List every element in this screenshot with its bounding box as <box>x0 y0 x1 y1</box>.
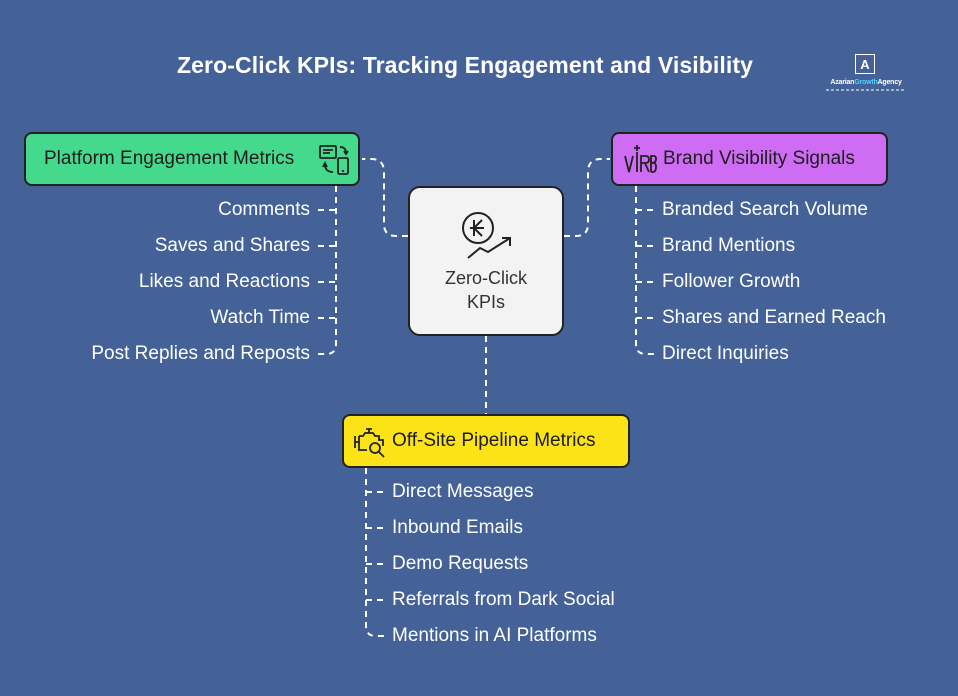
engine-search-icon <box>354 428 385 458</box>
brand-visibility-item: Direct Inquiries <box>662 343 789 364</box>
brand-logo: A AzarianGrowthAgency <box>824 54 908 94</box>
platform-engagement-item: Saves and Shares <box>154 235 310 256</box>
offsite-pipeline-label: Off-Site Pipeline Metrics <box>392 430 596 451</box>
center-label-line2: KPIs <box>466 292 505 312</box>
offsite-pipeline-node: Off-Site Pipeline Metrics <box>342 414 630 468</box>
logo-text: AzarianGrowthAgency <box>824 79 908 86</box>
brand-visibility-item: Shares and Earned Reach <box>662 307 886 328</box>
platform-engagement-label: Platform Engagement Metrics <box>44 148 295 169</box>
platform-engagement-node: Platform Engagement Metrics <box>24 132 360 186</box>
offsite-pipeline-item: Direct Messages <box>392 481 534 502</box>
devices-sync-icon <box>319 145 349 175</box>
logo-name-part1: Azarian <box>830 79 855 86</box>
logo-name-part3: Agency <box>877 79 902 86</box>
brand-visibility-node: Brand Visibility Signals <box>611 132 888 186</box>
platform-engagement-item: Watch Time <box>210 307 310 328</box>
brand-visibility-label: Brand Visibility Signals <box>663 148 855 169</box>
logo-tagline <box>826 89 906 91</box>
offsite-pipeline-item: Referrals from Dark Social <box>392 589 615 610</box>
center-node: Zero-Click KPIs <box>408 186 564 336</box>
platform-engagement-item: Post Replies and Reposts <box>91 343 310 364</box>
logo-name-part2: Growth <box>854 79 878 86</box>
offsite-pipeline-item: Mentions in AI Platforms <box>392 625 597 646</box>
offsite-pipeline-item: Inbound Emails <box>392 517 523 538</box>
offsite-pipeline-item: Demo Requests <box>392 553 529 574</box>
currency-growth-icon <box>462 212 511 259</box>
platform-engagement-item: Likes and Reactions <box>138 271 310 292</box>
logo-mark: A <box>855 54 875 74</box>
page-title: Zero-Click KPIs: Tracking Engagement and… <box>177 52 753 78</box>
center-label: Zero-Click KPIs <box>410 266 562 314</box>
brand-visibility-item: Brand Mentions <box>662 235 796 256</box>
center-label-line1: Zero-Click <box>444 268 527 288</box>
brand-signal-icon <box>624 145 657 173</box>
brand-visibility-item: Branded Search Volume <box>662 199 868 220</box>
brand-visibility-item: Follower Growth <box>662 271 801 292</box>
platform-engagement-item: Comments <box>218 199 310 220</box>
